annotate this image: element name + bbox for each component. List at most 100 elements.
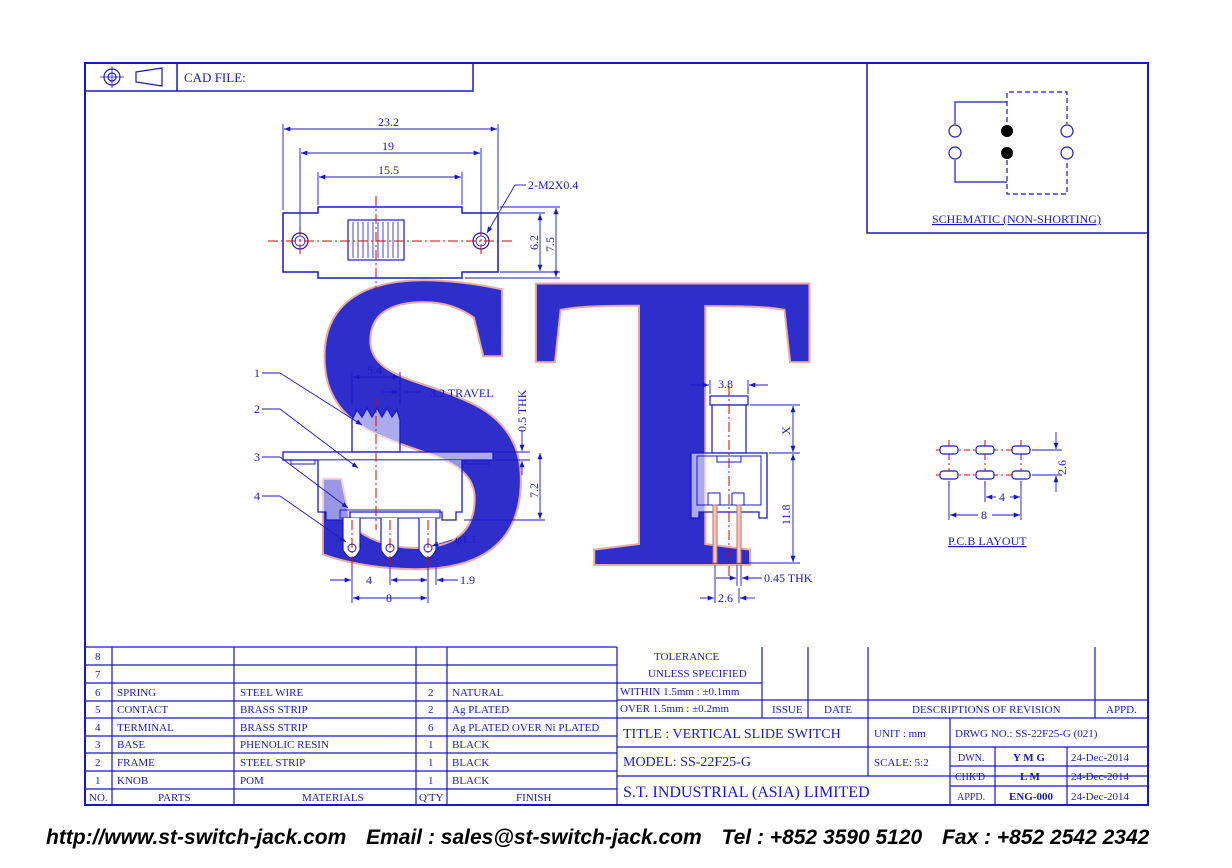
dim-top-23-2: 23.2 — [378, 115, 399, 129]
rev-desc: DESCRIPTIONS OF REVISION — [912, 704, 1061, 716]
contact-footer: http://www.st-switch-jack.com Email : sa… — [46, 826, 1226, 860]
bom-qty-2: 1 — [428, 757, 434, 769]
tel-text: Tel : +852 3590 5120 — [721, 826, 923, 849]
bom-fin-1: BLACK — [452, 775, 489, 787]
callout-2: 2 — [254, 402, 260, 416]
scale-label: SCALE: 5:2 — [874, 757, 929, 769]
dim-side-3-8: 3.8 — [718, 377, 733, 391]
callout-m2-thread: 2-M2X0.4 — [528, 178, 578, 192]
bom-header-no: NO. — [89, 792, 108, 804]
company-name: S.T. INDUSTRIAL (ASIA) LIMITED — [623, 784, 870, 801]
bom-qty-6: 2 — [428, 687, 434, 699]
dim-front-phi: φ1.1 — [455, 532, 477, 546]
tolerance-subtitle: UNLESS SPECIFIED — [648, 668, 747, 680]
bom-mat-4: BRASS STRIP — [240, 722, 308, 734]
fax-text: Fax : +852 2542 2342 — [942, 826, 1150, 849]
bom-qty-5: 2 — [428, 704, 434, 716]
dim-top-6-2: 6.2 — [527, 235, 541, 250]
bom-no-4: 4 — [95, 722, 101, 734]
header-box: CAD FILE: — [84, 62, 474, 92]
tolerance-title: TOLERANCE — [654, 651, 719, 663]
dim-side-x: X — [779, 426, 793, 435]
bom-mat-6: STEEL WIRE — [240, 687, 304, 699]
bom-header-materials: MATERIALS — [302, 792, 364, 804]
bom-mat-1: POM — [240, 775, 264, 787]
bom-header-parts: PARTS — [158, 792, 191, 804]
chkd-value: L M — [1020, 771, 1040, 783]
bom-fin-2: BLACK — [452, 757, 489, 769]
bom-part-5: CONTACT — [117, 704, 168, 716]
bom-mat-3: PHENOLIC RESIN — [240, 739, 329, 751]
callout-3: 3 — [254, 450, 260, 464]
dwn-value: Y M G — [1013, 752, 1045, 764]
pcb-caption: P.C.B LAYOUT — [948, 534, 1027, 548]
side-view: 3.8 X 11.8 0.45 THK 2.6 — [690, 377, 813, 605]
bom-no-6: 6 — [95, 687, 101, 699]
title-block: TOLERANCE UNLESS SPECIFIED WITHIN 1.5mm … — [617, 647, 1148, 805]
bom-no-3: 3 — [95, 739, 101, 751]
cad-file-label: CAD FILE: — [184, 70, 246, 85]
unit-label: UNIT : mm — [874, 728, 926, 740]
bom-part-2: FRAME — [117, 757, 155, 769]
drawing-number: DRWG NO.: SS-22F25-G (021) — [955, 728, 1098, 740]
callout-4: 4 — [254, 489, 260, 503]
bom-table: 8 7 6 SPRING STEEL WIRE 2 NATURAL 5 CONT… — [85, 646, 618, 805]
bom-mat-2: STEEL STRIP — [240, 757, 305, 769]
bom-part-3: BASE — [117, 739, 145, 751]
dim-top-7-5: 7.5 — [543, 237, 557, 252]
tolerance-over: OVER 1.5mm : ±0.2mm — [620, 703, 729, 715]
bom-part-4: TERMINAL — [117, 722, 174, 734]
appd-label: APPD. — [957, 792, 985, 803]
chkd-label: CHK'D — [955, 772, 985, 783]
bom-qty-4: 6 — [428, 722, 434, 734]
bom-fin-5: Ag PLATED — [452, 704, 509, 716]
appd-date: 24-Dec-2014 — [1071, 791, 1130, 803]
dim-top-15-5: 15.5 — [378, 163, 399, 177]
dim-front-1-9: 1.9 — [460, 573, 475, 587]
dim-pcb-2-6: 2.6 — [1055, 460, 1069, 475]
dim-pcb-8: 8 — [981, 508, 987, 522]
bom-fin-6: NATURAL — [452, 687, 504, 699]
rev-date: DATE — [824, 704, 852, 716]
dim-front-thk: 0.5 THK — [515, 389, 529, 432]
bom-qty-3: 1 — [428, 739, 434, 751]
appd-value: ENG-000 — [1009, 791, 1054, 803]
dim-front-travel: 3.2 TRAVEL — [430, 386, 494, 400]
front-view: 1 2 3 4 5.4 3.2 TRAVEL 0.5 THK 7.2 φ1.1 … — [254, 363, 545, 605]
bom-qty-1: 1 — [428, 775, 434, 787]
dim-side-2-6: 2.6 — [718, 591, 733, 605]
schematic-caption: SCHEMATIC (NON-SHORTING) — [932, 212, 1101, 226]
bom-no-8: 8 — [95, 651, 101, 663]
bom-fin-3: BLACK — [452, 739, 489, 751]
bom-no-5: 5 — [95, 704, 101, 716]
email-text[interactable]: Email : sales@st-switch-jack.com — [366, 826, 702, 849]
dim-side-11-8: 11.8 — [779, 504, 793, 525]
pcb-layout: 2.6 4 8 P.C.B LAYOUT — [936, 432, 1069, 548]
first-angle-projection-icon — [100, 66, 163, 88]
callout-1: 1 — [254, 366, 260, 380]
dim-side-thk: 0.45 THK — [764, 571, 813, 585]
bom-no-2: 2 — [95, 757, 101, 769]
bom-fin-4: Ag PLATED OVER Ni PLATED — [452, 722, 599, 734]
dim-front-5-4: 5.4 — [367, 363, 382, 377]
rev-issue: ISSUE — [772, 704, 803, 716]
dim-pcb-4: 4 — [999, 490, 1005, 504]
bom-no-7: 7 — [95, 669, 101, 681]
tolerance-within: WITHIN 1.5mm : ±0.1mm — [620, 686, 740, 698]
dim-top-19: 19 — [382, 139, 394, 153]
drawing-title: TITLE : VERTICAL SLIDE SWITCH — [623, 727, 841, 742]
dim-front-4: 4 — [366, 573, 372, 587]
bom-no-1: 1 — [95, 775, 101, 787]
bom-mat-5: BRASS STRIP — [240, 704, 308, 716]
dim-front-8: 8 — [386, 591, 392, 605]
top-view: 23.2 19 15.5 6.2 7.5 2-M2X0.4 — [268, 115, 578, 290]
rev-appd: APPD. — [1106, 704, 1137, 716]
website-link[interactable]: http://www.st-switch-jack.com — [46, 826, 347, 849]
bom-part-1: KNOB — [117, 775, 148, 787]
dwn-label: DWN. — [958, 753, 984, 764]
bom-header-finish: FINISH — [516, 792, 552, 804]
schematic-box: SCHEMATIC (NON-SHORTING) — [866, 62, 1149, 234]
drawing-model: MODEL: SS-22F25-G — [623, 755, 751, 770]
dim-front-7-2: 7.2 — [527, 483, 541, 498]
